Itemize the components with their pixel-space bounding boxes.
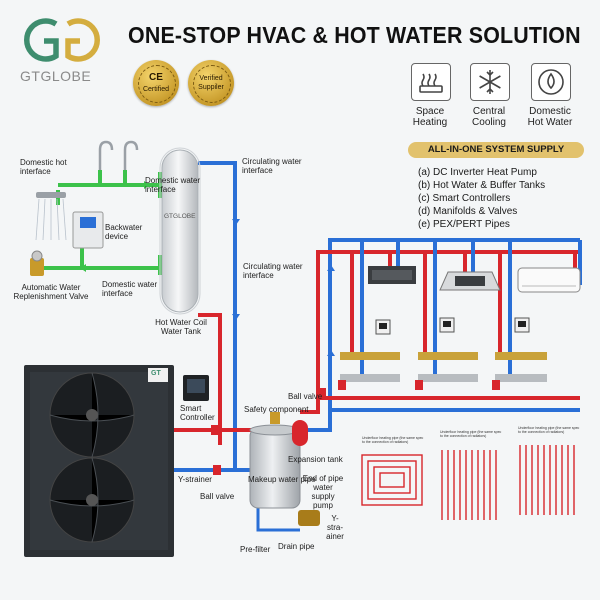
label-ball-valve-bottom: Ball valve <box>200 492 235 501</box>
replenishment-valve-icon <box>30 250 44 276</box>
brand-logo <box>22 14 102 66</box>
page-title: ONE-STOP HVAC & HOT WATER SOLUTION <box>128 22 581 48</box>
supply-header: ALL-IN-ONE SYSTEM SUPPLY <box>408 142 584 158</box>
feature-label: Space Heating <box>402 106 458 128</box>
flow-arrow-icon <box>232 219 335 356</box>
water-drop-icon <box>538 69 564 95</box>
label-domestic-hot-interface: Domestic hot interface <box>20 158 67 176</box>
supply-item: (a) DC Inverter Heat Pump <box>418 167 537 178</box>
label-ball-valve-right: Ball valve <box>288 392 323 401</box>
label-hot-water-coil-tank: Hot Water Coil Water Tank <box>155 318 207 336</box>
feature-line2: Cooling <box>472 117 506 128</box>
domestic-water-pipes <box>38 170 162 275</box>
room-thermostat-icon <box>375 317 530 335</box>
supply-item: (d) Manifolds & Valves <box>418 206 518 217</box>
verified-supplier-badge: Verified Suppiler <box>188 60 234 106</box>
ce-certified-badge: CE Certified <box>133 60 179 106</box>
shower-head-icon <box>35 192 67 241</box>
heating-loop-pipes <box>168 161 582 472</box>
wall-split-unit <box>517 267 581 293</box>
smart-controller-panel <box>183 375 209 401</box>
feature-label: Domestic Hot Water <box>520 106 580 128</box>
safety-component-icon <box>270 412 280 424</box>
label-auto-water-valve: Automatic Water Replenishment Valve <box>13 283 89 301</box>
snowflake-icon <box>479 70 501 94</box>
label-end-of-pipe-pump: End of pipe water supply pump <box>302 474 344 510</box>
feature-line2: Heating <box>412 117 448 128</box>
label-circulating-water-interface-mid: Circulating water interface <box>243 262 303 280</box>
radiator-icon <box>419 73 443 93</box>
label-underfloor-1: Underfloor heating pipe (the same spec t… <box>362 436 424 444</box>
flow-arrow-icon <box>80 181 150 272</box>
label-backwater-device: Backwater device <box>105 223 143 241</box>
label-underfloor-3: Underfloor heating pipe (the same spec t… <box>518 426 580 434</box>
feature-label: Central Cooling <box>461 106 517 128</box>
ball-valve-icon <box>211 380 500 475</box>
floor-manifold <box>340 352 547 382</box>
ducted-unit <box>368 266 416 284</box>
label-underfloor-2: Underfloor heating pipe (the same spec t… <box>440 430 502 438</box>
badge-line2: Suppiler <box>198 84 224 91</box>
badge-line2: Certified <box>142 86 170 93</box>
badge-line1: CE <box>149 72 163 83</box>
expansion-tank <box>292 420 308 446</box>
label-expansion-tank: Expansion tank <box>288 455 343 464</box>
label-makeup-water-pipe: Makeup water pipe <box>248 475 316 484</box>
supply-list: (a) DC Inverter Heat Pump (b) Hot Water … <box>418 166 545 231</box>
label-pre-filter: Pre-filter <box>240 545 271 554</box>
label-domestic-water-interface-top: Domestic water interface <box>145 176 201 194</box>
backwater-device <box>72 211 104 249</box>
label-y-strainer-2: Y-stra- ainer <box>326 514 344 541</box>
label-smart-controller: Smart Controller <box>180 404 215 422</box>
label-domestic-water-interface-bottom: Domestic water interface <box>102 280 158 298</box>
supply-item: (b) Hot Water & Buffer Tanks <box>418 180 546 191</box>
circulation-pump-icon <box>298 510 320 526</box>
label-safety-component: Safety component <box>244 405 309 414</box>
feature-line1: Central <box>472 106 506 117</box>
tank-brand: GTGLOBE <box>164 213 196 220</box>
feature-domestic-hot-water <box>531 63 571 101</box>
unit-brand: GT <box>151 370 161 377</box>
feature-line1: Domestic <box>529 106 571 117</box>
label-y-strainer: Y-strainer <box>178 475 212 484</box>
feature-line2: Hot Water <box>527 117 573 128</box>
brand-name: GTGLOBE <box>20 68 92 84</box>
underfloor-heating-loop <box>361 445 575 520</box>
buffer-tank <box>249 424 301 509</box>
feature-line1: Space <box>415 106 445 117</box>
gtglobe-logo-icon <box>24 18 100 62</box>
hot-water-coil-tank <box>159 147 201 315</box>
heat-pump-unit <box>24 365 174 557</box>
makeup-water-pipe <box>256 505 300 532</box>
supply-item: (e) PEX/PERT Pipes <box>418 219 510 230</box>
label-circulating-water-interface-top: Circulating water interface <box>242 157 302 175</box>
supply-item: (c) Smart Controllers <box>418 193 511 204</box>
feature-central-cooling <box>470 63 510 101</box>
faucet-icon <box>98 140 139 170</box>
feature-space-heating <box>411 63 451 101</box>
badge-line1: Verified <box>199 75 223 82</box>
cassette-unit <box>439 271 501 291</box>
label-drain-pipe: Drain pipe <box>278 542 315 551</box>
